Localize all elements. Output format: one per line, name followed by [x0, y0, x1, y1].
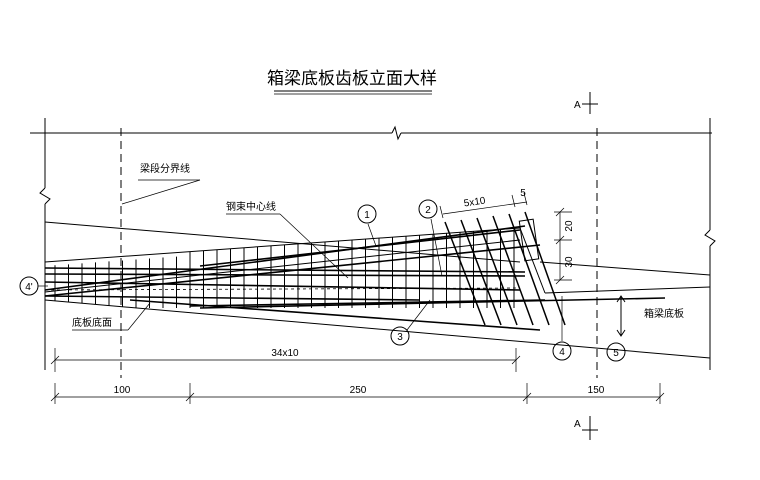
inclined-anchor-bar	[492, 215, 534, 326]
section-mark-bottom: A	[574, 416, 598, 440]
svg-text:34x10: 34x10	[271, 348, 299, 359]
left-break	[39, 118, 51, 370]
label-slab-bottom: 底板底面	[72, 302, 151, 331]
right-break	[704, 118, 716, 370]
svg-text:5: 5	[520, 188, 526, 199]
inclined-anchor-bar	[508, 213, 550, 326]
drawing-title: 箱梁底板齿板立面大样	[267, 69, 437, 89]
inclined-anchor-bar	[444, 221, 486, 326]
svg-text:20: 20	[564, 220, 575, 232]
svg-text:箱梁底板: 箱梁底板	[644, 307, 684, 320]
callout-4: 4	[552, 296, 572, 361]
dim-overall-chain: 100 250 150	[50, 383, 665, 404]
callout-5: 5	[606, 342, 626, 362]
svg-text:3: 3	[397, 332, 403, 343]
label-tendon-centerline: 钢束中心线	[226, 200, 349, 279]
inclined-anchor-bar	[460, 219, 502, 326]
section-letter-top: A	[574, 100, 581, 111]
inclined-anchor-bar	[524, 211, 566, 326]
anchor-plate	[518, 218, 540, 262]
label-segment-boundary: 梁段分界线	[121, 162, 201, 205]
dim-150: 150	[588, 385, 605, 396]
dim-top-spacing: 5x10 5	[439, 188, 528, 219]
svg-text:钢束中心线: 钢束中心线	[226, 200, 276, 213]
dim-100: 100	[114, 385, 131, 396]
inclined-anchor-bar	[476, 217, 518, 326]
longitudinal-bars	[44, 225, 666, 331]
dim-250: 250	[350, 385, 367, 396]
dim-bar-spacing: 34x10	[50, 348, 521, 372]
svg-text:1: 1	[364, 210, 370, 221]
svg-text:底板底面: 底板底面	[72, 316, 112, 329]
callout-1: 1	[357, 204, 377, 247]
section-letter-bottom: A	[574, 419, 581, 430]
tendon-centerline	[44, 239, 521, 293]
inclined-anchor-bars	[444, 211, 566, 326]
slab-outlines	[44, 221, 711, 359]
callout-2: 2	[418, 199, 443, 277]
dim-right-vertical: 20 30	[554, 207, 575, 285]
svg-text:4': 4'	[25, 282, 33, 293]
svg-text:30: 30	[564, 256, 575, 268]
section-mark-top: A	[574, 92, 598, 114]
top-outline	[30, 125, 712, 141]
svg-text:5x10: 5x10	[463, 196, 486, 210]
svg-text:5: 5	[613, 348, 619, 359]
label-box-girder-bottom: 箱梁底板	[616, 295, 684, 337]
svg-text:梁段分界线: 梁段分界线	[140, 162, 190, 175]
callout-3: 3	[390, 299, 431, 346]
svg-text:2: 2	[425, 205, 431, 216]
callout-4-prime: 4'	[19, 276, 48, 296]
vertical-stirrups	[54, 228, 515, 308]
svg-text:4: 4	[559, 347, 565, 358]
